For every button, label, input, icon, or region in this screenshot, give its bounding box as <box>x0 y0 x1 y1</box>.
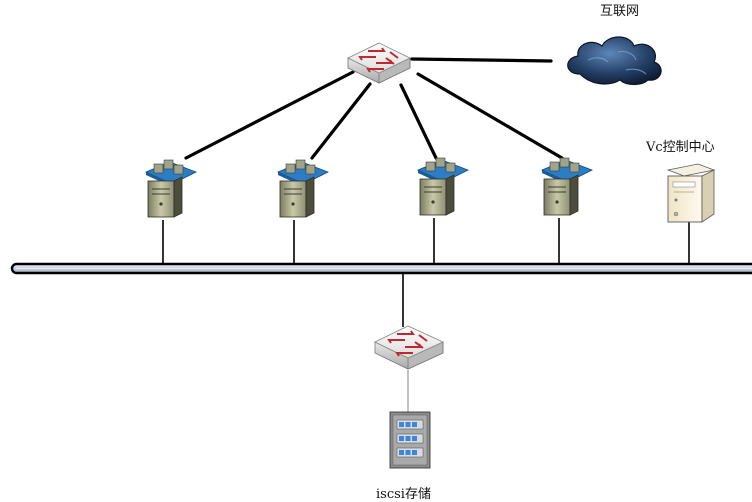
iscsi-storage[interactable]: iscsi存储 <box>376 411 431 502</box>
virtualization-host-1[interactable] <box>145 159 197 218</box>
bus-drops <box>162 218 690 412</box>
network-bus <box>10 262 752 275</box>
internet-cloud: 互联网 <box>567 4 662 86</box>
network-switch-icon <box>347 42 411 84</box>
internet-label: 互联网 <box>600 4 639 19</box>
storage-switch[interactable] <box>374 325 444 370</box>
virtualization-host-icon <box>541 157 593 216</box>
core-uplinks <box>184 57 564 160</box>
link-switch-host-3 <box>399 83 438 160</box>
storage-label: iscsi存储 <box>376 487 431 502</box>
link-switch-host-4 <box>416 72 564 160</box>
link-switch-host-2 <box>310 82 372 160</box>
virtualization-host-2[interactable] <box>277 159 329 218</box>
server-tower-icon <box>666 163 716 223</box>
link-switch-host-1 <box>184 70 355 160</box>
network-switch-icon <box>374 325 444 370</box>
vcenter-label: Vc控制中心 <box>645 140 715 155</box>
cloud-icon <box>567 36 662 86</box>
vcenter-server[interactable]: Vc控制中心 <box>645 140 716 223</box>
link-switch-internet <box>410 57 553 63</box>
virtualization-host-icon <box>145 159 197 218</box>
core-switch[interactable] <box>347 42 411 84</box>
virtualization-host-4[interactable] <box>541 157 593 216</box>
storage-array-icon <box>389 411 431 469</box>
virtualization-host-icon <box>417 157 469 216</box>
virtualization-host-3[interactable] <box>417 157 469 216</box>
virtualization-host-icon <box>277 159 329 218</box>
